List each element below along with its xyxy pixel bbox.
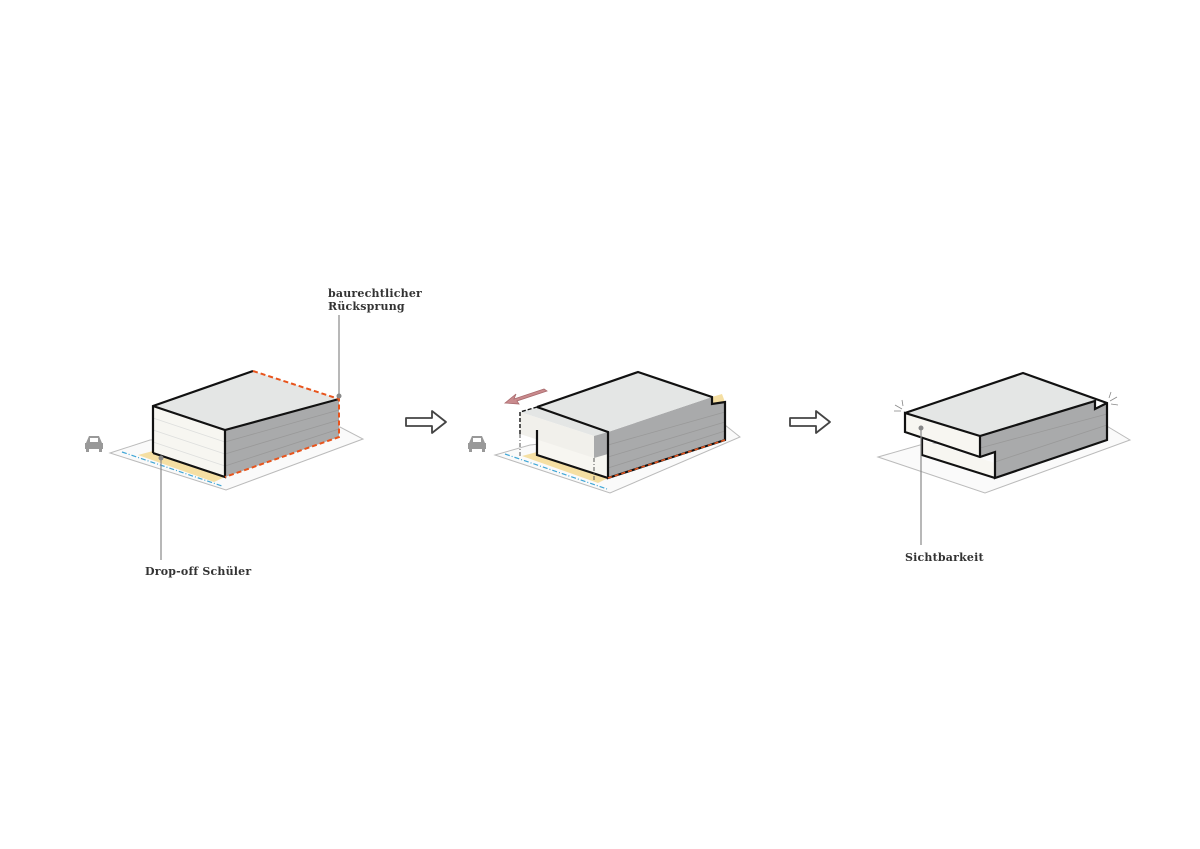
setback-label-line2: Rücksprung bbox=[328, 300, 405, 313]
setback-line bbox=[224, 370, 340, 478]
building-roof bbox=[153, 371, 339, 430]
visibility-label: Sichtbarkeit bbox=[905, 551, 984, 564]
diagram-step-1 bbox=[85, 315, 365, 560]
move-arrow-icon bbox=[503, 388, 548, 405]
arrow-right-icon bbox=[789, 410, 831, 434]
diagram-step-2 bbox=[468, 370, 741, 494]
diagram-step-3 bbox=[876, 371, 1132, 545]
dropoff-label: Drop-off Schüler bbox=[145, 565, 252, 578]
arrow-right-icon bbox=[405, 410, 447, 434]
building-roof bbox=[905, 373, 1095, 436]
dropoff-zone bbox=[522, 452, 608, 483]
car-icon bbox=[468, 436, 486, 452]
building-side-face bbox=[225, 399, 339, 477]
setback-label: baurechtlicher Rücksprung bbox=[328, 287, 422, 313]
visibility-spark-icon bbox=[894, 391, 1119, 412]
car-icon bbox=[85, 436, 103, 452]
setback-label-line1: baurechtlicher bbox=[328, 287, 423, 300]
street-line bbox=[121, 451, 223, 487]
building-roof bbox=[537, 372, 712, 432]
street-line bbox=[504, 453, 608, 490]
